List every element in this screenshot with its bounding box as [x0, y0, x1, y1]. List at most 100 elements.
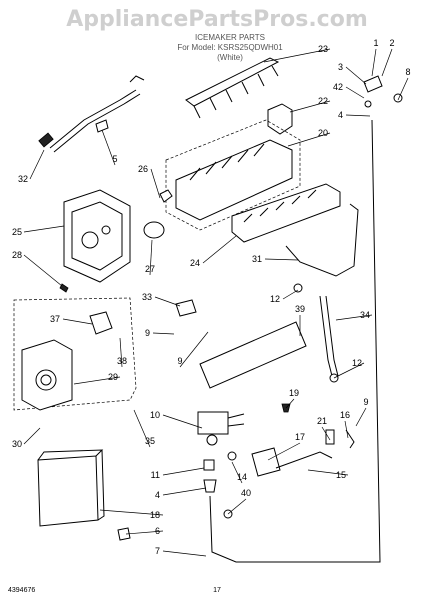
leader-line-30 — [344, 420, 349, 439]
callout-42: 42 — [333, 82, 343, 92]
leader-line-12 — [23, 225, 65, 233]
part-bracket — [175, 299, 197, 317]
leader-line-29 — [162, 414, 203, 429]
leader-line-38 — [162, 487, 207, 496]
leader-line-20 — [154, 296, 181, 307]
callout-20: 20 — [318, 128, 328, 138]
watermark: AppliancePartsPros.com — [66, 7, 368, 32]
leader-line-1 — [381, 48, 393, 77]
part-cover — [267, 103, 293, 135]
callout-9: 9 — [145, 328, 150, 338]
title-line-2: For Model: KSRS25QDWH01 — [177, 43, 283, 52]
callout-29: 29 — [108, 372, 118, 382]
callout-18: 18 — [150, 510, 160, 520]
part-control-module — [21, 311, 113, 411]
part-shutoff-arm — [285, 203, 359, 277]
callout-4: 4 — [155, 490, 160, 500]
callout-21: 21 — [317, 416, 327, 426]
part-housing — [63, 189, 131, 283]
callout-6: 6 — [155, 526, 160, 536]
leader-line-18 — [335, 314, 373, 321]
leader-line-6 — [263, 48, 331, 63]
callout-16: 16 — [340, 410, 350, 420]
leader-line-31 — [321, 426, 331, 441]
part-6 — [117, 527, 131, 541]
callout-40: 40 — [241, 488, 251, 498]
callout-10: 10 — [150, 410, 160, 420]
leader-line-24 — [119, 337, 123, 368]
callout-4: 4 — [338, 110, 343, 120]
leader-line-21 — [152, 332, 175, 335]
callout-39: 39 — [295, 304, 305, 314]
callout-28: 28 — [12, 250, 22, 260]
callout-8: 8 — [405, 67, 410, 77]
callout-1: 1 — [373, 38, 378, 48]
callout-23: 23 — [318, 44, 328, 54]
leader-line-33 — [133, 409, 151, 448]
part-fitting-11 — [203, 459, 215, 471]
callout-11: 11 — [151, 470, 160, 480]
part-water-valve — [197, 411, 245, 446]
callout-7: 7 — [155, 546, 160, 556]
footer-page: 17 — [213, 587, 221, 594]
part-fitting-4 — [203, 479, 217, 493]
title-line-1: ICEMAKER PARTS — [195, 33, 265, 42]
leader-line-40 — [99, 509, 164, 516]
part-small-gear — [159, 189, 173, 203]
callout-3: 3 — [338, 62, 343, 72]
part-tube-15 — [275, 451, 333, 469]
callout-24: 24 — [190, 258, 200, 268]
leader-line-39 — [227, 498, 247, 515]
callout-37: 37 — [50, 314, 60, 324]
leader-line-26 — [73, 376, 121, 385]
callout-14: 14 — [237, 472, 247, 482]
callout-2: 2 — [389, 38, 394, 48]
part-wire-harness — [38, 75, 145, 153]
subassembly-box — [13, 297, 137, 411]
callout-31: 31 — [252, 254, 262, 264]
part-shield — [199, 321, 307, 389]
part-nut-14 — [227, 451, 237, 461]
leader-line-2 — [397, 77, 409, 101]
callout-22: 22 — [318, 96, 328, 106]
part-fitting-17 — [251, 447, 281, 477]
part-ejector — [185, 57, 280, 119]
leader-line-37 — [307, 469, 349, 476]
callout-12: 12 — [352, 358, 362, 368]
leader-line-3 — [345, 66, 367, 85]
leader-line-28 — [355, 407, 367, 427]
callout-26: 26 — [138, 164, 148, 174]
part-21 — [325, 429, 335, 445]
leader-line-35 — [162, 467, 205, 476]
leader-line-7 — [289, 100, 331, 113]
callout-32: 32 — [18, 174, 28, 184]
leader-line-41 — [125, 530, 164, 535]
part-tray — [231, 183, 341, 243]
part-mold — [165, 119, 301, 231]
leader-line-25 — [333, 362, 365, 379]
leader-line-0 — [371, 48, 377, 77]
leader-line-32 — [23, 427, 41, 445]
footer-code: 4394676 — [8, 587, 35, 594]
part-cover-18 — [37, 449, 105, 527]
callout-19: 19 — [289, 388, 299, 398]
leader-line-22 — [179, 331, 209, 368]
callout-38: 38 — [117, 356, 127, 366]
leader-line-27 — [285, 398, 295, 409]
callout-27: 27 — [145, 264, 155, 274]
callout-9: 9 — [177, 356, 182, 366]
callout-9: 9 — [363, 397, 368, 407]
leader-line-17 — [282, 289, 299, 300]
callout-25: 25 — [12, 227, 22, 237]
callout-15: 15 — [336, 470, 346, 480]
leader-line-4 — [345, 86, 365, 99]
part-16 — [345, 429, 355, 449]
part-water-line — [209, 119, 381, 563]
leader-line-8 — [287, 132, 331, 147]
callout-17: 17 — [295, 432, 305, 442]
callout-33: 33 — [142, 292, 152, 302]
part-clip — [95, 119, 109, 133]
leader-line-36 — [231, 461, 243, 484]
